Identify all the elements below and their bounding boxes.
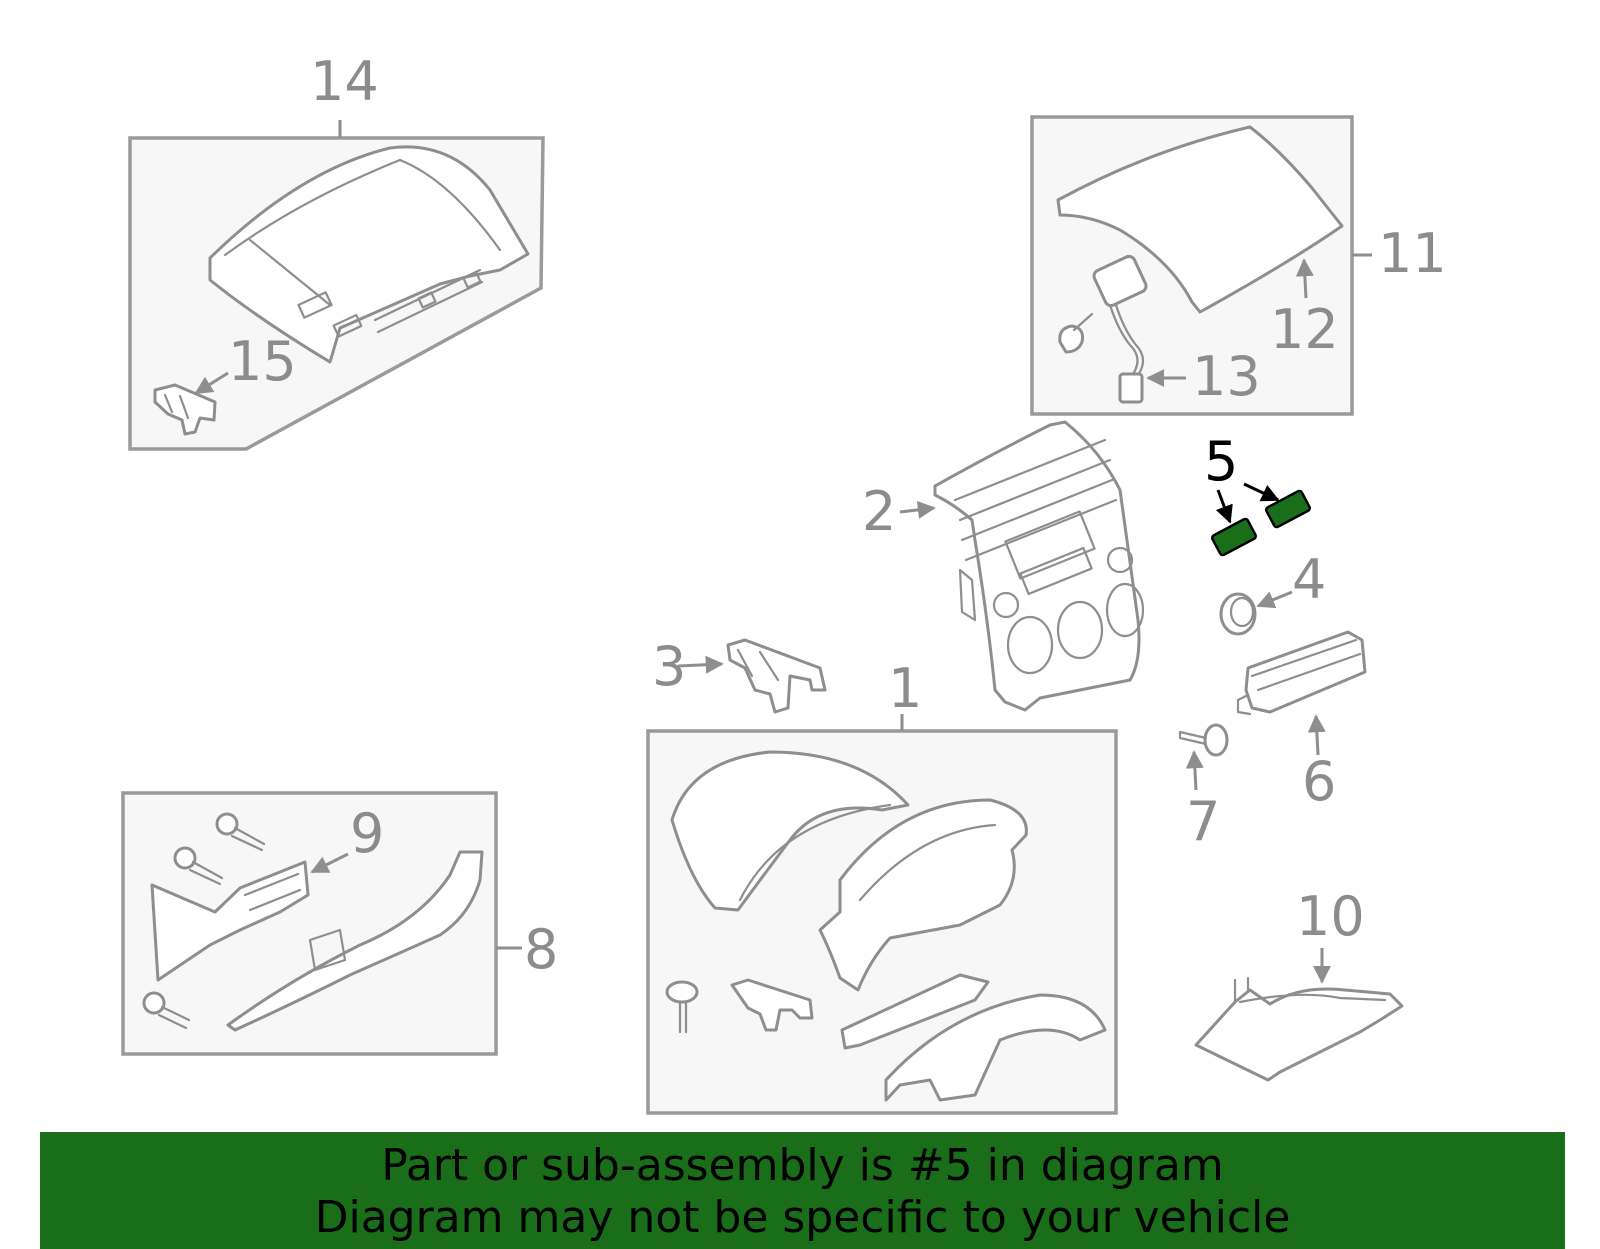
callout-2: 2 (862, 480, 896, 543)
part-10-lower-panel (1194, 987, 1404, 1082)
part-1-bracket (730, 978, 814, 1032)
part-2-group: 2 (862, 420, 1145, 712)
callout-9: 9 (350, 802, 384, 865)
banner-line-2: Diagram may not be specific to your vehi… (314, 1192, 1291, 1243)
part-6-group: 6 (1236, 630, 1367, 813)
callout-15: 15 (228, 330, 297, 393)
part-5-switch-right (1264, 489, 1312, 529)
part-1-trim-strip (840, 973, 990, 1050)
part-8-group: 8 9 (121, 791, 558, 1056)
callout-14: 14 (310, 50, 379, 113)
part-1-group: 1 (646, 657, 1118, 1115)
part-3-group: 3 (652, 635, 827, 714)
part-1-column-shroud (884, 993, 1107, 1102)
part-13-sensor (1092, 254, 1148, 308)
part-5-switch-left (1210, 517, 1258, 557)
part-7-screw-head (1203, 723, 1229, 757)
part-1-screw-head (665, 980, 699, 1004)
part-1-cluster-visor (670, 750, 910, 912)
callout-12: 12 (1270, 298, 1339, 361)
callout-5: 5 (1204, 430, 1238, 493)
part-11-group: 11 12 13 (1030, 115, 1447, 416)
part-14-group: 14 15 (128, 50, 545, 451)
part-13-screw (1058, 324, 1084, 354)
callout-1: 1 (888, 657, 922, 720)
callout-4: 4 (1292, 548, 1326, 611)
part-1-cluster-housing (818, 798, 1028, 992)
callout-11: 11 (1378, 222, 1447, 285)
part-14-upper-panel (208, 145, 530, 364)
callout-6: 6 (1302, 750, 1336, 813)
part-10-group: 10 (1194, 885, 1404, 1082)
part-4-group: 4 (1219, 548, 1326, 636)
part-8-screws (142, 812, 266, 1030)
part-6-control-module (1244, 630, 1367, 714)
part-9-brace (150, 860, 310, 982)
part-13-connector (1118, 372, 1144, 404)
callout-3: 3 (652, 635, 686, 698)
part-5-group: 5 (1204, 430, 1312, 557)
info-banner: Part or sub-assembly is #5 in diagram Di… (40, 1132, 1565, 1249)
callout-8: 8 (524, 918, 558, 981)
banner-line-1: Part or sub-assembly is #5 in diagram (381, 1140, 1224, 1191)
callout-13: 13 (1192, 345, 1261, 408)
callout-10: 10 (1296, 885, 1365, 948)
part-7-group: 7 (1178, 723, 1229, 853)
callout-7: 7 (1186, 790, 1220, 853)
part-12-airbag-cover (1056, 125, 1344, 314)
